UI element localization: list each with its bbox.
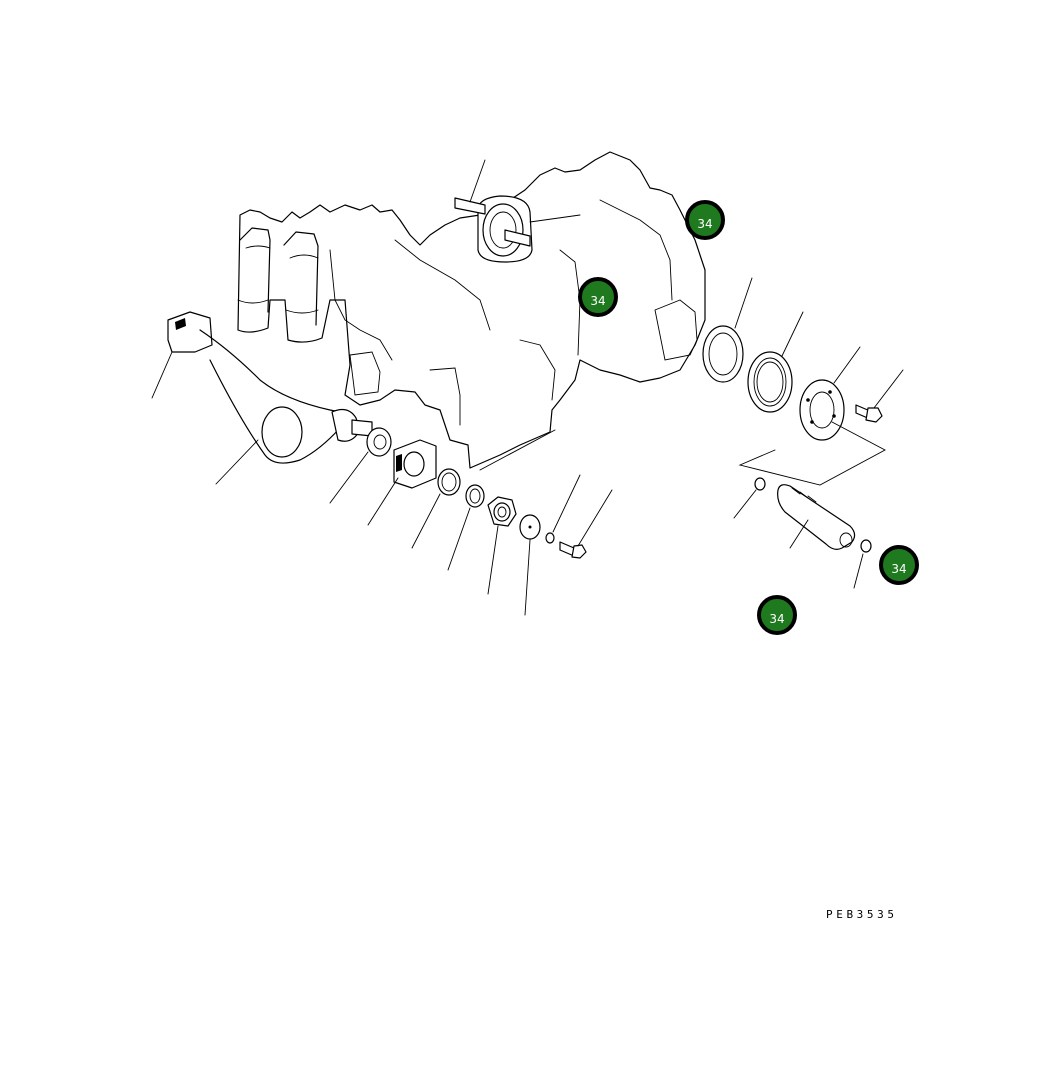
- nut-part: [487, 496, 517, 595]
- exploded-parts-row-left: [329, 427, 613, 616]
- callout-badge-circle: [879, 545, 919, 585]
- callout-badge-label: 34: [769, 612, 784, 626]
- callout-badge-circle: [757, 595, 797, 635]
- callout-badge[interactable]: 34: [685, 200, 725, 240]
- front-support-bracket: [151, 311, 373, 485]
- cap-screw-part: [855, 369, 904, 423]
- plug-part: [853, 539, 872, 589]
- small-washer-part: [545, 474, 581, 544]
- oil-seal-part: [702, 277, 753, 383]
- retainer-plate-part: [799, 346, 861, 441]
- dowel-pin-part: [733, 477, 766, 519]
- collar-part: [447, 484, 485, 571]
- bolt-part: [559, 489, 613, 559]
- callout-badge[interactable]: 34: [879, 545, 919, 585]
- transmission-housing: [237, 151, 706, 471]
- spline-shaft-part: [777, 484, 856, 550]
- drawing-code-label: PEB3535: [826, 908, 898, 921]
- sleeve-part: [411, 468, 461, 549]
- callout-badge[interactable]: 34: [578, 277, 618, 317]
- callout-badge-label: 34: [891, 562, 906, 576]
- exploded-parts-row-right: [702, 277, 904, 589]
- o-ring-part: [747, 311, 804, 413]
- callout-badge[interactable]: 34: [757, 595, 797, 635]
- mount-block-part: [367, 439, 437, 526]
- callout-badge-circle: [685, 200, 725, 240]
- callout-badge-label: 34: [590, 294, 605, 308]
- callout-badge-label: 34: [697, 217, 712, 231]
- drive-flange-yoke: [454, 159, 581, 263]
- bushing-part: [329, 427, 392, 504]
- washer-part: [519, 514, 541, 616]
- callout-badge-circle: [578, 277, 618, 317]
